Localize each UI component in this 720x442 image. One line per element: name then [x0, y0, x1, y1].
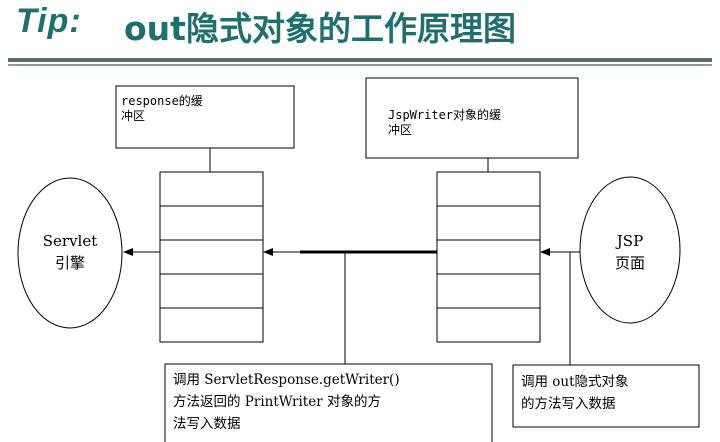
response-buffer-label: response的缓 冲区: [121, 94, 203, 124]
title-divider: [8, 58, 712, 62]
getwriter-note-line: 方法返回的 PrintWriter 对象的方: [173, 394, 381, 410]
jsp-page-label-line: 页面: [614, 254, 645, 272]
servlet-engine-label-line: 引擎: [54, 254, 85, 272]
response-buffer-label-line: response的缓: [121, 94, 203, 108]
out-note: 调用 out隐式对象 的方法写入数据: [521, 371, 629, 415]
response-buffer-label-line: 冲区: [121, 109, 146, 123]
jsp-page-label-line: JSP: [616, 232, 644, 250]
page-title: out隐式对象的工作原理图: [124, 9, 516, 48]
jspwriter-buffer-label: JspWriter对象的缓 冲区: [388, 108, 501, 138]
out-note-box: [512, 364, 700, 428]
tip-label: Tip:: [16, 2, 82, 40]
getwriter-note-line: 法写入数据: [173, 416, 241, 432]
response-buffer-stack: [159, 171, 264, 343]
jspwriter-buffer-label-line: 冲区: [388, 123, 413, 137]
response-buffer-label-box: [115, 85, 295, 149]
jsp-page-node: [579, 176, 681, 324]
jspwriter-buffer-label-box: [365, 77, 579, 159]
getwriter-note: 调用 ServletResponse.getWriter() 方法返回的 Pri…: [173, 369, 400, 435]
out-note-line: 的方法写入数据: [521, 396, 616, 412]
servlet-engine-label-line: Servlet: [42, 232, 98, 250]
title-divider-thin: [8, 64, 712, 66]
getwriter-note-line: 调用 ServletResponse.getWriter(): [173, 372, 400, 388]
jspwriter-buffer-stack: [436, 171, 541, 343]
servlet-engine-label: Servlet 引擎: [30, 230, 110, 274]
jspwriter-buffer-label-line: JspWriter对象的缓: [388, 108, 502, 122]
jsp-page-label: JSP 页面: [590, 230, 670, 274]
servlet-engine-node: [17, 177, 123, 329]
header: Tip: out隐式对象的工作原理图: [0, 0, 720, 60]
getwriter-note-box: [164, 363, 493, 442]
out-note-line: 调用 out隐式对象: [521, 374, 629, 390]
